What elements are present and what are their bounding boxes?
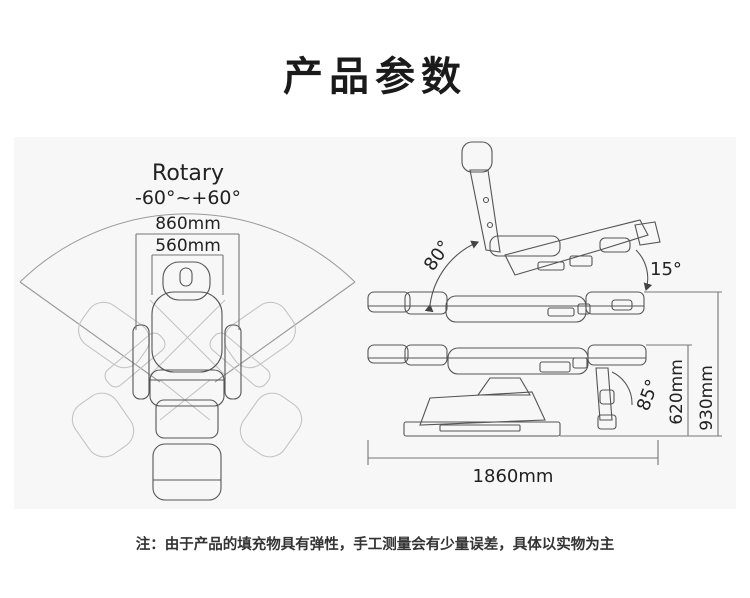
headrest-hole	[179, 267, 193, 287]
length-label: 1860mm	[473, 466, 554, 487]
leg-angle-arc	[635, 249, 653, 292]
flat-chair	[367, 291, 645, 323]
min-height-label: 620mm	[667, 359, 687, 425]
leg-angle-label: 15°	[650, 259, 682, 280]
armrest-left	[132, 324, 150, 400]
outer-width-label: 860mm	[155, 214, 221, 234]
armrest-right	[224, 324, 242, 400]
foot-angle-label: 85°	[633, 377, 664, 414]
lowered-chair	[367, 344, 647, 437]
inner-width-label: 560mm	[155, 236, 221, 256]
rotation-limit-right	[214, 281, 356, 383]
back-angle-label: 80°	[420, 237, 456, 275]
page-title: 产品参数	[283, 54, 467, 100]
rotated-chair-left	[71, 301, 166, 458]
headrest	[162, 261, 211, 301]
footrest	[152, 443, 222, 501]
rotated-chair-right	[209, 301, 303, 458]
rotation-range: -60°~+60°	[135, 187, 241, 209]
back-angle-arc	[424, 240, 480, 313]
rotation-arc	[19, 213, 356, 283]
max-height-label: 930mm	[697, 365, 717, 431]
seat	[149, 369, 225, 407]
top-view	[19, 213, 356, 501]
foot-angle-arc	[611, 371, 633, 406]
rotation-limit-left	[19, 281, 161, 383]
side-view	[367, 141, 722, 465]
upright-backrest	[461, 141, 661, 276]
rotation-cross-lines	[149, 299, 226, 421]
backrest	[151, 291, 223, 373]
diagram-panel	[14, 137, 736, 509]
seat-lower	[155, 399, 219, 439]
measurement-note: 注：由于产品的填充物具有弹性，手工测量会有少量误差，具体以实物为主	[135, 537, 615, 553]
rotation-label: Rotary	[152, 161, 224, 186]
